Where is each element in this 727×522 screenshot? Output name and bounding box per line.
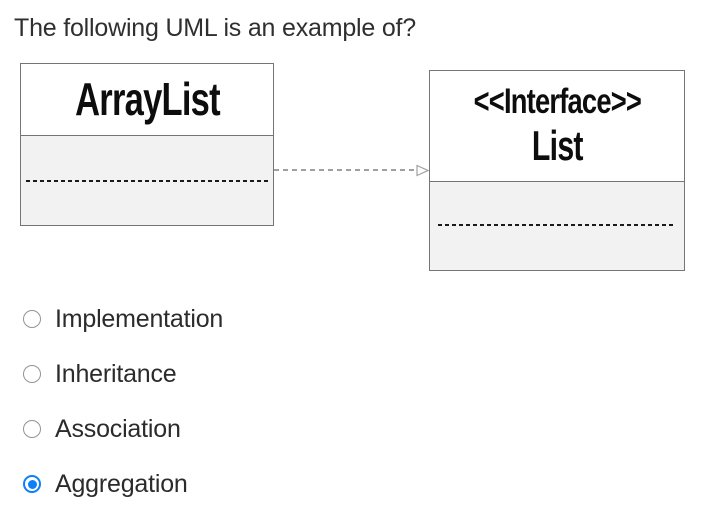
radio-button[interactable] xyxy=(23,365,41,383)
interface-box-header: <<Interface>> List xyxy=(430,71,684,182)
option-label[interactable]: Aggregation xyxy=(55,469,188,498)
radio-button[interactable] xyxy=(23,310,41,328)
option-association[interactable]: Association xyxy=(23,414,223,444)
radio-button[interactable] xyxy=(23,475,41,493)
compartment-divider-dashed xyxy=(438,224,676,226)
option-implementation[interactable]: Implementation xyxy=(23,304,223,334)
uml-class-box-arraylist: ArrayList xyxy=(20,63,274,226)
interface-box-compartments xyxy=(430,182,684,270)
class-box-header: ArrayList xyxy=(21,64,273,136)
interface-stereotype: <<Interface>> xyxy=(473,81,641,121)
interface-name: List xyxy=(531,122,584,170)
uml-interface-box-list: <<Interface>> List xyxy=(429,70,685,271)
class-name: ArrayList xyxy=(74,73,220,126)
option-label[interactable]: Association xyxy=(55,414,181,443)
option-label[interactable]: Implementation xyxy=(55,304,224,333)
option-inheritance[interactable]: Inheritance xyxy=(23,359,223,389)
option-aggregation[interactable]: Aggregation xyxy=(23,469,223,499)
radio-button[interactable] xyxy=(23,420,41,438)
compartment-divider-dashed xyxy=(26,180,268,182)
realization-arrow-icon xyxy=(274,164,429,177)
question-title: The following UML is an example of? xyxy=(14,14,416,42)
option-label[interactable]: Inheritance xyxy=(55,359,177,388)
hollow-triangle-arrowhead-icon xyxy=(416,164,429,177)
dashed-connector-line xyxy=(274,169,418,171)
class-box-compartments xyxy=(21,136,273,225)
answer-options: Implementation Inheritance Association A… xyxy=(23,304,223,522)
